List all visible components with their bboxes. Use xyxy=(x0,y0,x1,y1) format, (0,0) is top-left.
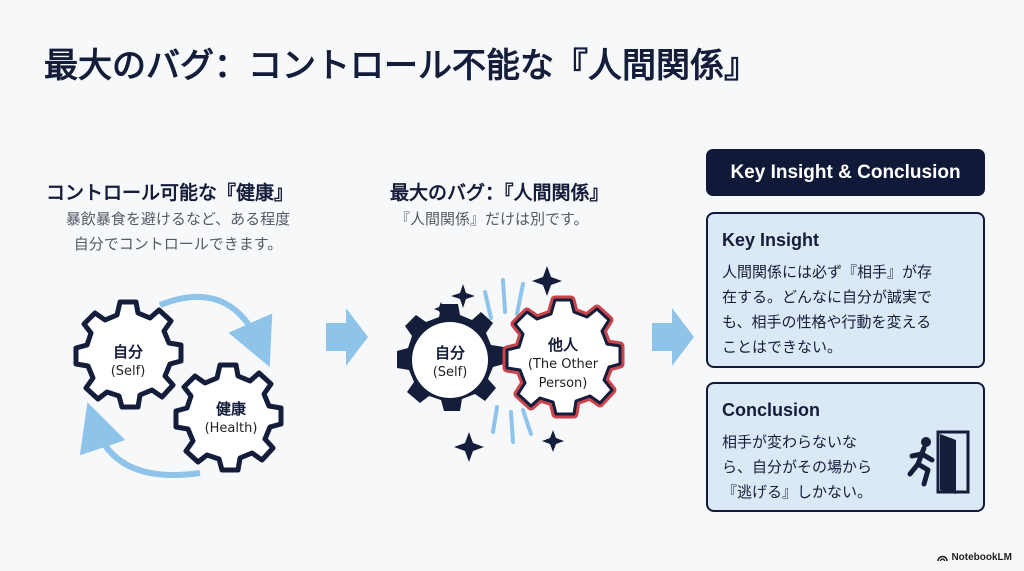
conclusion-body: 相手が変わらないな ら、自分がその場から 『逃げる』しかない。 xyxy=(722,430,872,505)
gear-other-label: 他人 (The Other Person) xyxy=(523,336,603,393)
gear-health-jp: 健康 xyxy=(215,400,246,418)
gear-health-icon xyxy=(173,362,284,473)
insight-line: 人間関係には必ず『相手』が存 xyxy=(722,263,933,281)
notebooklm-logo-icon xyxy=(937,555,949,561)
conclusion-card: Conclusion 相手が変わらないな ら、自分がその場から 『逃げる』しかな… xyxy=(706,382,985,512)
brand-watermark: NotebookLM xyxy=(937,552,1012,563)
gear-other-en2: Person) xyxy=(538,376,588,391)
key-insight-body: 人間関係には必ず『相手』が存 在する。どんなに自分が誠実で も、相手の性格や行動… xyxy=(722,260,932,360)
exit-door-running-icon xyxy=(907,430,970,494)
gear-self-2-jp: 自分 xyxy=(434,344,465,362)
gear-self-icon xyxy=(73,299,184,410)
spark-lines xyxy=(483,278,533,444)
gear-health-en: (Health) xyxy=(204,421,258,436)
cycle-arrow-bottom xyxy=(79,402,201,478)
insight-line: も、相手の性格や行動を変える xyxy=(722,313,932,331)
gear-health-label: 健康 (Health) xyxy=(196,400,266,438)
middle-heading: 最大のバグ：『人間関係』 xyxy=(390,182,609,204)
conclusion-line: ら、自分がその場から xyxy=(722,458,873,476)
gear-other-icon xyxy=(502,295,625,419)
left-sub-line1: 暴飲暴食を避けるなど、ある程度 xyxy=(65,210,291,228)
insight-line: ことはできない。 xyxy=(722,338,843,356)
gear-self-en: (Self) xyxy=(110,364,146,379)
insight-line: 在する。どんなに自分が誠実で xyxy=(722,288,933,306)
left-sub-line2: 自分でコントロールできます。 xyxy=(73,235,283,253)
gear-self-2-en: (Self) xyxy=(432,365,468,380)
gear-other-en1: (The Other xyxy=(527,357,599,372)
gear-self-label: 自分 (Self) xyxy=(103,343,153,381)
left-subtext: 暴飲暴食を避けるなど、ある程度 自分でコントロールできます。 xyxy=(48,207,308,257)
conclusion-line: 相手が変わらないな xyxy=(722,433,858,451)
middle-subtext: 『人間関係』だけは別です。 xyxy=(395,210,589,228)
left-heading: コントロール可能な『健康』 xyxy=(46,182,294,204)
key-insight-card: Key Insight 人間関係には必ず『相手』が存 在する。どんなに自分が誠実… xyxy=(706,212,985,368)
gear-self-jp: 自分 xyxy=(112,343,143,361)
key-insight-header: Key Insight & Conclusion xyxy=(706,149,985,196)
cycle-arrow-top xyxy=(158,294,273,367)
brand-text: NotebookLM xyxy=(951,552,1012,563)
conclusion-line: 『逃げる』しかない。 xyxy=(722,483,873,501)
page-title: 最大のバグ：コントロール不能な『人間関係』 xyxy=(44,46,758,86)
gear-self-2-label: 自分 (Self) xyxy=(425,344,475,382)
left-gears-diagram xyxy=(73,294,284,478)
middle-gears-diagram xyxy=(397,266,625,462)
gear-self-filled-icon xyxy=(397,304,504,411)
gear-other-jp: 他人 xyxy=(547,336,578,354)
key-insight-title: Key Insight xyxy=(722,230,820,250)
flow-arrow-2-icon xyxy=(652,308,694,366)
flow-arrow-1-icon xyxy=(326,308,368,366)
conclusion-title: Conclusion xyxy=(722,400,820,420)
